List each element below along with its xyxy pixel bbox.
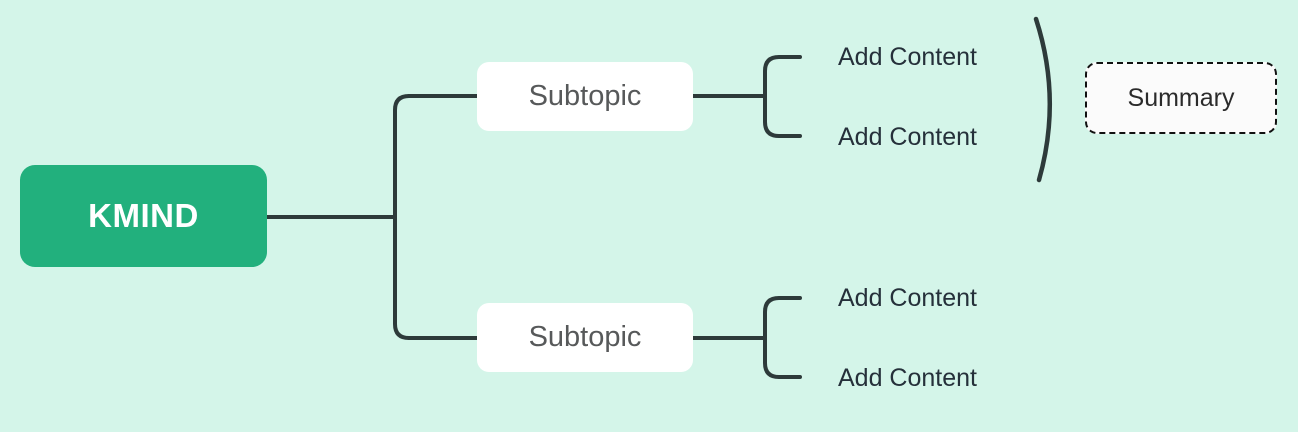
connector-summary-brace: [1033, 16, 1053, 183]
root-node-label: KMIND: [88, 197, 199, 234]
subtopic-node-2-label: Subtopic: [528, 321, 642, 353]
add-content-node-4[interactable]: Add Content: [838, 361, 977, 395]
add-content-node-2[interactable]: Add Content: [838, 120, 977, 154]
add-content-node-3-label: Add Content: [838, 283, 977, 312]
add-content-node-4-label: Add Content: [838, 363, 977, 392]
summary-node-label: Summary: [1127, 83, 1235, 112]
add-content-node-1[interactable]: Add Content: [838, 40, 977, 74]
connector-root-bracket: [393, 94, 413, 340]
add-content-node-2-label: Add Content: [838, 122, 977, 151]
root-node-kmind[interactable]: KMIND: [20, 165, 267, 267]
subtopic-node-2[interactable]: Subtopic: [477, 303, 693, 372]
connector-subtopic-2-bracket: [763, 296, 802, 379]
add-content-node-1-label: Add Content: [838, 42, 977, 71]
connector-subtopic-1-bracket: [763, 55, 802, 138]
subtopic-node-1-label: Subtopic: [528, 80, 642, 112]
add-content-node-3[interactable]: Add Content: [838, 281, 977, 315]
summary-node[interactable]: Summary: [1085, 62, 1277, 134]
subtopic-node-1[interactable]: Subtopic: [477, 62, 693, 131]
